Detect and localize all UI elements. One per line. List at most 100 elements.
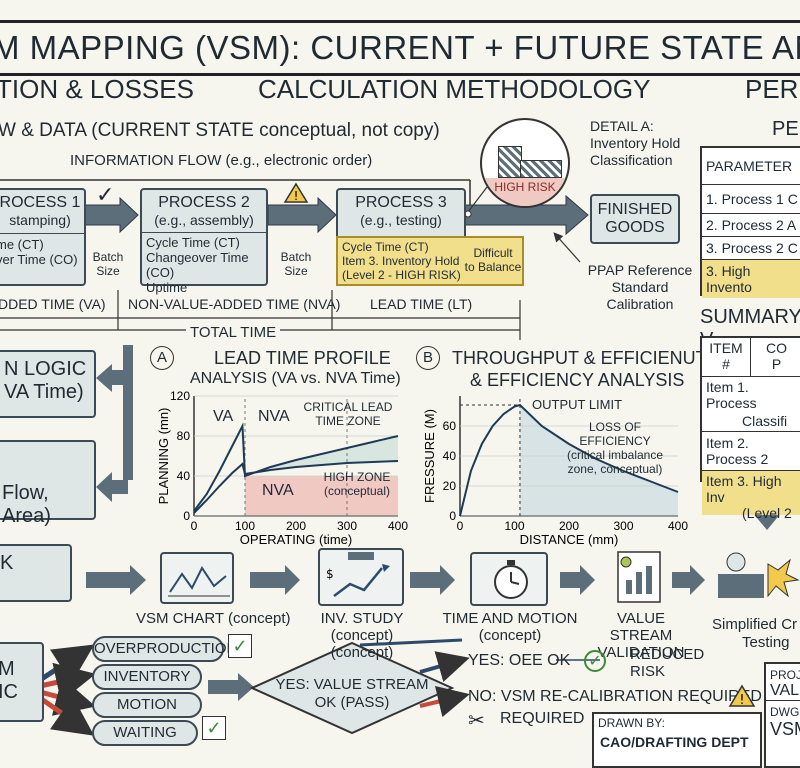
vsm-chart-label: VSM CHART (concept) xyxy=(136,610,291,627)
decision-diamond xyxy=(249,641,455,735)
x-axis-label: OPERATING (time) xyxy=(240,532,352,547)
time-motion-icon[interactable] xyxy=(470,552,548,606)
chart-a-title-1: LEAD TIME PROFILE xyxy=(214,348,391,368)
check-circle-icon: ✓ xyxy=(584,650,606,672)
vsm-chart-icon[interactable] xyxy=(160,552,234,604)
chart-b-badge: B xyxy=(416,346,440,370)
tool-arrow-3 xyxy=(410,565,455,595)
chart-b-output-limit: OUTPUT LIMIT xyxy=(532,397,623,412)
flow-arrow-1 xyxy=(79,196,139,234)
check-icon: ✓ xyxy=(96,182,115,207)
outcome-required: REQUIRED xyxy=(500,710,585,727)
tools-icon: ✂ xyxy=(468,710,485,732)
chart-b-title-1: THROUGHPUT & EFFICIENUT xyxy=(452,348,707,368)
time-motion-label: TIME AND MOTION(concept) xyxy=(442,610,578,644)
logic-box-bottom[interactable]: Flow, Area) xyxy=(0,440,96,527)
waste-waiting[interactable]: WAITING xyxy=(92,720,198,746)
x-tick-label: 200 xyxy=(559,519,579,533)
process-1-sub: stamping) xyxy=(9,212,71,228)
y-tick-label: 60 xyxy=(443,419,457,433)
outcome-no: NO: VSM RE-CALIBRATION REQUIRED xyxy=(468,688,762,705)
timeline-va: DDED TIME (VA) xyxy=(0,296,106,312)
flow-heading: W & DATA (CURRENT STATE conceptual, not … xyxy=(0,120,440,141)
tool-arrow-4 xyxy=(560,565,595,595)
y-axis-label: FRESSURE (M) xyxy=(422,409,437,503)
tool-box-left[interactable]: K xyxy=(0,544,72,602)
inv-study-icon[interactable]: $ xyxy=(318,548,404,606)
chart-a-badge: A xyxy=(150,346,174,370)
x-tick-label: 400 xyxy=(388,519,408,533)
y-tick-label: 0 xyxy=(183,509,190,523)
process-2-box[interactable]: PROCESS 2 (e.g., assembly) Cycle Time (C… xyxy=(140,188,268,295)
section-heading-losses: TION & LOSSES xyxy=(0,74,194,104)
page-title: M MAPPING (VSM): CURRENT + FUTURE STATE … xyxy=(0,20,800,76)
process-3-hold: Item 3. Inventory Hold xyxy=(342,254,460,268)
perf-table: PARAMETER 1. Process 1 C 2. Process 2 A … xyxy=(700,146,800,298)
process-1-title: ROCESS 1 xyxy=(0,194,81,211)
x-axis-label: DISTANCE (mm) xyxy=(520,532,619,547)
x-tick-label: 100 xyxy=(504,519,524,533)
y-tick-label: 40 xyxy=(177,469,191,483)
finished-goods-box[interactable]: FINISHED GOODS xyxy=(590,194,680,244)
warning-icon: ! xyxy=(728,684,756,713)
svg-text:!: ! xyxy=(739,693,744,708)
info-flow-label: INFORMATION FLOW (e.g., electronic order… xyxy=(66,152,377,169)
detail-a-circle: HIGH RISK xyxy=(480,118,570,208)
process-2-ct: Cycle Time (CT) xyxy=(146,235,240,250)
high-risk-label: HIGH RISK xyxy=(494,180,556,194)
flow-arrow-2 xyxy=(267,196,337,234)
checkbox-checked-icon[interactable]: ✓ xyxy=(228,634,252,658)
chart-a-nva-label-2: NVA xyxy=(262,482,294,499)
chart-a-nva-label: NVA xyxy=(258,408,290,425)
validation-icon[interactable] xyxy=(612,548,668,606)
process-1-box[interactable]: ROCESS 1 stamping) me (CT) ver Time (CO) xyxy=(0,188,86,286)
process-3-ct: Cycle Time (CT) xyxy=(342,240,429,254)
process-1-co: ver Time (CO) xyxy=(0,252,78,267)
waste-inventory[interactable]: INVENTORY xyxy=(92,664,202,690)
tool-arrow-5 xyxy=(672,565,705,595)
project-block: PROJ VALU DWG VSM xyxy=(764,662,800,768)
waste-overproduction[interactable]: OVERPRODUCTION xyxy=(92,636,237,662)
section-heading-methodology: CALCULATION METHODOLOGY xyxy=(258,74,651,104)
svg-text:$: $ xyxy=(326,567,334,581)
chart-a-high-zone: HIGH ZONE(conceptual) xyxy=(323,470,391,498)
y-tick-label: 40 xyxy=(443,449,457,463)
process-2-uptime: Uptime xyxy=(146,280,188,295)
y-axis-label: PLANNING (mn) xyxy=(156,408,171,505)
checkbox-checked-icon[interactable]: ✓ xyxy=(202,716,226,740)
warning-icon: ! xyxy=(283,182,309,209)
y-tick-label: 120 xyxy=(170,389,190,403)
timeline-total: TOTAL TIME xyxy=(186,324,281,341)
crash-test-label-1: Simplified Cr xyxy=(712,616,798,633)
y-tick-label: 80 xyxy=(177,429,191,443)
logic-box-top[interactable]: N LOGIC VA Time) xyxy=(0,350,96,418)
tool-arrow-1 xyxy=(86,565,146,595)
waste-motion[interactable]: MOTION xyxy=(92,692,202,718)
timeline-nva: NON-VALUE-ADDED TIME (NVA) xyxy=(128,296,341,312)
y-tick-label: 20 xyxy=(443,479,457,493)
x-tick-label: 300 xyxy=(613,519,633,533)
process-3-sub: (e.g., testing) xyxy=(360,212,442,228)
outcome-yes: YES: OEE OK xyxy=(468,652,571,669)
timeline-lt: LEAD TIME (LT) xyxy=(370,296,473,312)
process-3-level: (Level 2 - HIGH RISK) xyxy=(342,268,461,282)
x-tick-label: 400 xyxy=(668,519,688,533)
process-3-hold-panel: Cycle Time (CT) Item 3. Inventory Hold (… xyxy=(336,236,524,286)
drawn-by-block: DRAWN BY: CAO/DRAFTING DEPT xyxy=(592,712,762,768)
x-tick-label: 0 xyxy=(191,519,198,533)
chart-a-va-label: VA xyxy=(213,408,234,425)
x-tick-label: 200 xyxy=(286,519,306,533)
perf-heading: PE xyxy=(772,118,799,140)
svg-text:!: ! xyxy=(294,189,299,203)
